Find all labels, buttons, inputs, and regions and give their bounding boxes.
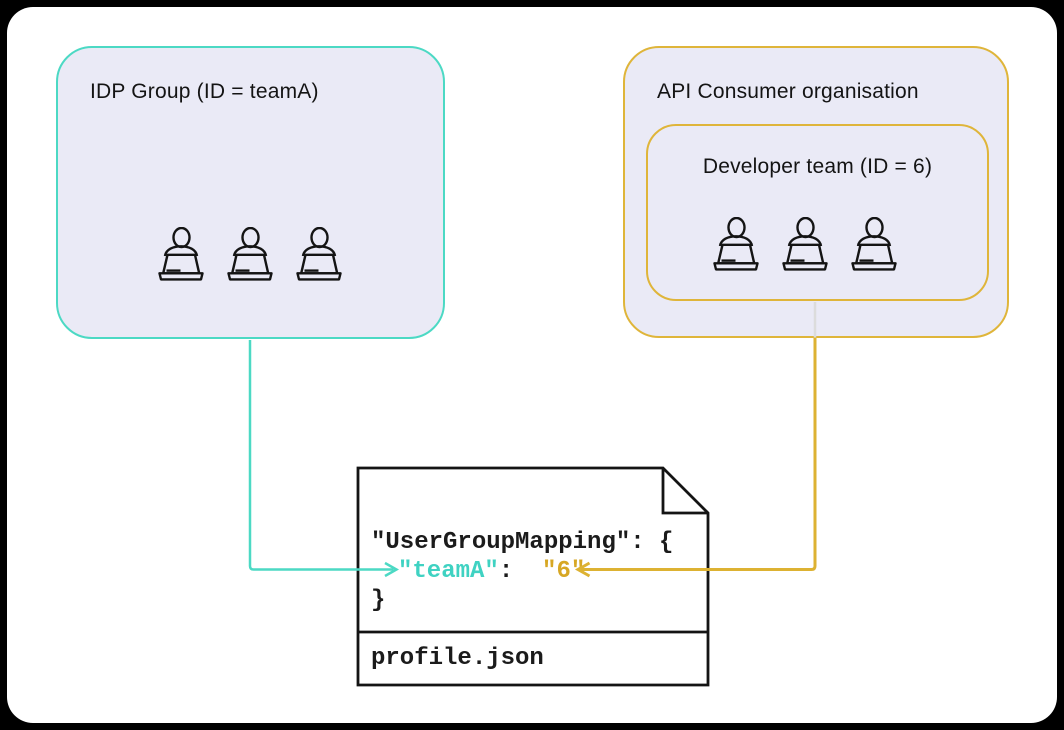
- person-at-laptop-icon: [848, 217, 900, 274]
- person-at-laptop-icon: [224, 227, 276, 284]
- idp-group-box: IDP Group (ID = teamA): [56, 46, 445, 339]
- person-at-laptop-icon: [779, 217, 831, 274]
- mapping-key: "teamA": [398, 558, 499, 585]
- idp-group-members: [155, 227, 345, 284]
- developer-team-title: Developer team (ID = 6): [702, 155, 933, 178]
- document-folded-corner-icon: [661, 468, 708, 515]
- api-consumer-org-box: API Consumer organisation Developer team…: [623, 46, 1009, 338]
- code-line-close: }: [371, 587, 386, 614]
- person-at-laptop-icon: [155, 227, 207, 284]
- mapping-separator: :: [498, 558, 543, 585]
- developer-team-box: Developer team (ID = 6): [646, 124, 989, 301]
- person-at-laptop-icon: [293, 227, 345, 284]
- idp-group-title: IDP Group (ID = teamA): [90, 80, 319, 103]
- mapping-code: "UserGroupMapping": {"teamA": "6"}: [371, 528, 673, 615]
- code-line-open: "UserGroupMapping": {: [371, 529, 674, 556]
- code-line-mapping: "teamA": "6": [398, 557, 673, 586]
- mapping-value: "6": [542, 558, 586, 585]
- developer-team-members: [710, 217, 900, 274]
- api-consumer-org-title: API Consumer organisation: [657, 80, 919, 103]
- person-at-laptop-icon: [710, 217, 762, 274]
- document-filename: profile.json: [371, 645, 544, 672]
- diagram-canvas: IDP Group (ID = teamA) API Consumer orga…: [7, 7, 1057, 723]
